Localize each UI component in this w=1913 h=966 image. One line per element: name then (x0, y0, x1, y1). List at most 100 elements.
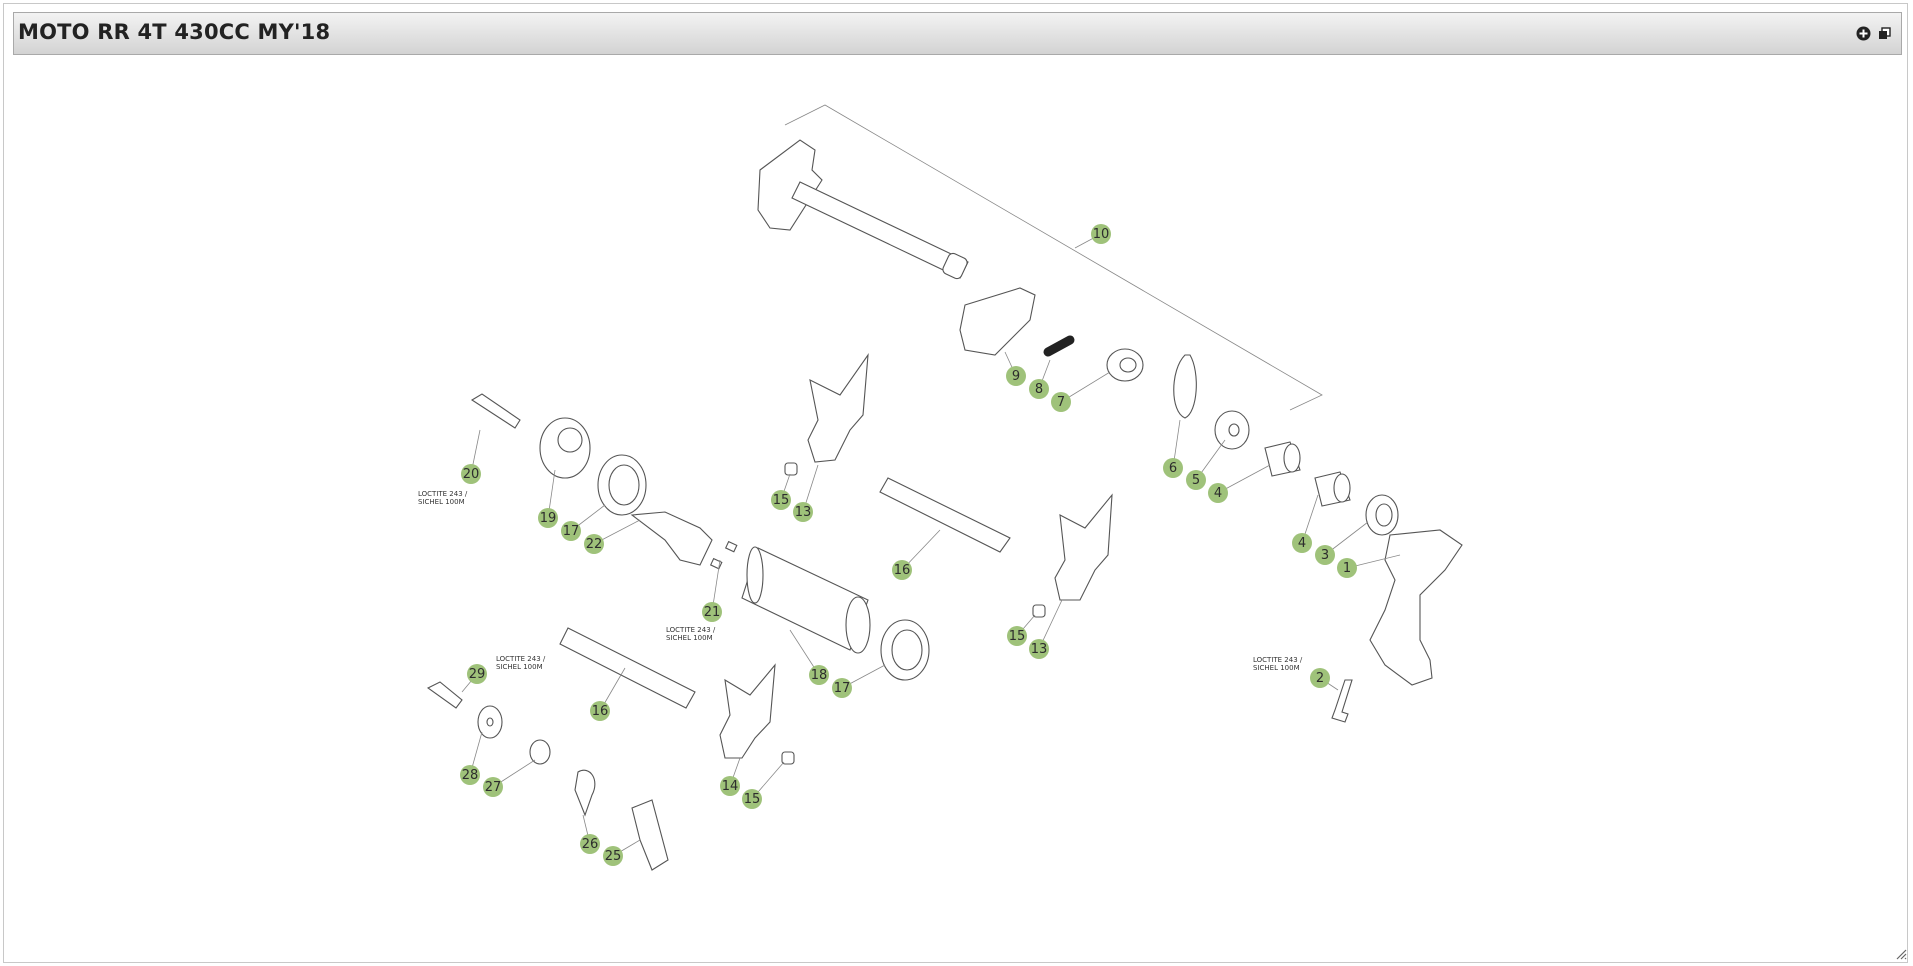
shift-fork-part-3 (719, 663, 776, 759)
callout-c4b[interactable]: 4 (1292, 533, 1312, 553)
callout-c15a[interactable]: 15 (771, 490, 791, 510)
callout-number: 15 (744, 792, 761, 807)
return-spring-part (574, 769, 596, 817)
callout-c1[interactable]: 1 (1337, 558, 1357, 578)
callout-c6[interactable]: 6 (1163, 458, 1183, 478)
bearing-part (597, 454, 647, 516)
callout-c15c[interactable]: 15 (742, 789, 762, 809)
callout-c8[interactable]: 8 (1029, 379, 1049, 399)
svg-text:SICHEL 100M: SICHEL 100M (1253, 664, 1300, 672)
callout-c14[interactable]: 14 (720, 776, 740, 796)
callout-number: 15 (773, 493, 790, 508)
window-restore-icon[interactable] (1876, 25, 1893, 42)
callout-number: 28 (462, 768, 479, 783)
resize-grip-icon[interactable] (1895, 948, 1907, 960)
callout-c13b[interactable]: 13 (1029, 639, 1049, 659)
callout-badge (1091, 224, 1111, 244)
callout-c18[interactable]: 18 (809, 665, 829, 685)
callout-number: 2 (1316, 671, 1324, 686)
callout-number: 13 (795, 505, 812, 520)
callout-number: 14 (722, 779, 739, 794)
callout-c28[interactable]: 28 (460, 765, 480, 785)
fork-rod-part-2 (559, 627, 696, 709)
callout-badge (742, 789, 762, 809)
pin-part (784, 462, 798, 476)
callout-number: 9 (1012, 369, 1020, 384)
callout-number: 29 (469, 667, 486, 682)
assembly-bracket-line (784, 104, 1323, 411)
callout-number: 16 (592, 704, 609, 719)
callout-c22[interactable]: 22 (584, 534, 604, 554)
callout-c5[interactable]: 5 (1186, 470, 1206, 490)
callout-badge (1310, 668, 1330, 688)
callout-c17b[interactable]: 17 (832, 678, 852, 698)
callout-c20[interactable]: 20 (461, 464, 481, 484)
callout-badge (538, 508, 558, 528)
svg-text:SICHEL 100M: SICHEL 100M (666, 634, 713, 642)
pin-part-2 (1032, 604, 1046, 618)
callout-badge (1208, 483, 1228, 503)
callout-c26[interactable]: 26 (580, 834, 600, 854)
callout-badge (483, 777, 503, 797)
svg-text:LOCTITE 243 /: LOCTITE 243 / (418, 490, 468, 498)
callout-badge (584, 534, 604, 554)
callout-c4a[interactable]: 4 (1208, 483, 1228, 503)
callout-c29[interactable]: 29 (467, 664, 487, 684)
callout-c19[interactable]: 19 (538, 508, 558, 528)
loctite-note-20: LOCTITE 243 / SICHEL 100M (418, 490, 468, 506)
callout-c17a[interactable]: 17 (561, 521, 581, 541)
pin-part-3 (781, 751, 795, 765)
callout-c16a[interactable]: 16 (892, 560, 912, 580)
shift-lever-part (1369, 529, 1463, 686)
stopper-part (630, 511, 713, 566)
callout-c9[interactable]: 9 (1006, 366, 1026, 386)
svg-text:SICHEL 100M: SICHEL 100M (496, 663, 543, 671)
fork-rod-part (879, 477, 1011, 553)
callout-badge (793, 502, 813, 522)
callout-badge (1006, 366, 1026, 386)
callout-c2[interactable]: 2 (1310, 668, 1330, 688)
callout-badge (1051, 392, 1071, 412)
callout-number: 8 (1035, 382, 1043, 397)
callout-number: 5 (1192, 473, 1200, 488)
callout-badge (702, 602, 722, 622)
gear-arm-part (631, 799, 669, 871)
plus-circle-icon[interactable] (1855, 25, 1872, 42)
callout-badge (580, 834, 600, 854)
washer-part (1214, 410, 1250, 450)
callout-c10[interactable]: 10 (1091, 224, 1111, 244)
callout-number: 25 (605, 849, 622, 864)
callout-badge (1029, 379, 1049, 399)
callout-badge (809, 665, 829, 685)
callout-number: 6 (1169, 461, 1177, 476)
callout-badge (561, 521, 581, 541)
washer-part-28 (477, 705, 503, 739)
shift-shaft-part (757, 139, 969, 280)
callout-badge (590, 701, 610, 721)
callout-badge (1315, 545, 1335, 565)
callout-c27[interactable]: 27 (483, 777, 503, 797)
callout-number: 13 (1031, 642, 1048, 657)
callout-c21[interactable]: 21 (702, 602, 722, 622)
callout-c15b[interactable]: 15 (1007, 626, 1027, 646)
callout-c25[interactable]: 25 (603, 846, 623, 866)
callout-layer: 1098765443120191722151316211817151322916… (460, 224, 1357, 866)
callout-number: 26 (582, 837, 599, 852)
callout-number: 17 (834, 681, 851, 696)
bolt-part-29 (426, 681, 463, 709)
window-title: MOTO RR 4T 430CC MY'18 (18, 20, 331, 44)
title-bar: MOTO RR 4T 430CC MY'18 (13, 12, 1902, 55)
callout-number: 20 (463, 467, 480, 482)
callout-badge (1337, 558, 1357, 578)
shift-drum-part (741, 546, 871, 654)
callout-c3[interactable]: 3 (1315, 545, 1335, 565)
callout-c7[interactable]: 7 (1051, 392, 1071, 412)
main-frame (3, 3, 1908, 963)
circlip-part (1173, 354, 1197, 419)
callout-c13a[interactable]: 13 (793, 502, 813, 522)
svg-text:SICHEL 100M: SICHEL 100M (418, 498, 465, 506)
callout-c16b[interactable]: 16 (590, 701, 610, 721)
svg-text:LOCTITE 243 /: LOCTITE 243 / (496, 655, 546, 663)
callout-number: 7 (1057, 395, 1065, 410)
